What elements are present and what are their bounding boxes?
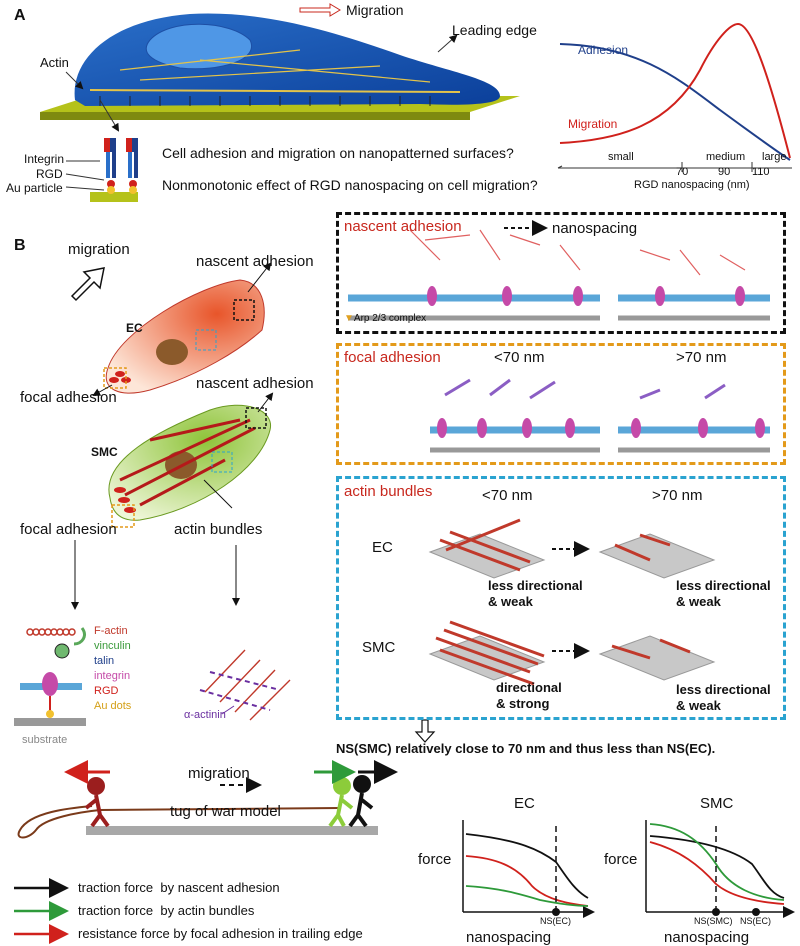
ec-cell bbox=[92, 262, 272, 396]
nascent-adhesion-ec-label: nascent adhesion bbox=[196, 253, 314, 270]
conclusion-text: NS(SMC) relatively close to 70 nm and th… bbox=[336, 741, 716, 756]
arp-complex-label: ▼Arp 2/3 complex bbox=[344, 314, 426, 324]
arp-label: Arp 2/3 complex bbox=[353, 313, 427, 324]
focal-box-graphics bbox=[430, 378, 770, 453]
actin-box-gt70: >70 nm bbox=[652, 487, 703, 504]
ec-cell-label: EC bbox=[126, 321, 143, 335]
molecular-legend-focal bbox=[14, 627, 86, 726]
migration-arrow-b bbox=[70, 267, 105, 302]
smc-plot-marker2: NS(EC) bbox=[740, 916, 771, 926]
legend-integrin: integrin bbox=[94, 670, 131, 682]
actin-box-smc: SMC bbox=[362, 639, 396, 656]
integrin-legend-glyphs bbox=[65, 138, 138, 202]
nascent-box-nanospacing: nanospacing bbox=[552, 220, 638, 237]
ec-right-label: less directional & weak bbox=[676, 578, 771, 609]
graph-tick-70: 70 bbox=[676, 166, 689, 178]
smc-cell bbox=[71, 392, 274, 610]
nascent-box-title: nascent adhesion bbox=[344, 218, 462, 235]
molecular-legend-bundles bbox=[199, 649, 291, 721]
graph-tick-90: 90 bbox=[718, 166, 731, 178]
actin-label: Actin bbox=[40, 55, 69, 70]
panel-a-letter: A bbox=[14, 7, 26, 24]
graph-migration-label: Migration bbox=[568, 117, 618, 131]
legend-alpha-actinin: α-actinin bbox=[184, 709, 226, 721]
rgd-label: RGD bbox=[36, 167, 63, 181]
actin-box-title: actin bundles bbox=[344, 483, 433, 500]
legend-rgd: RGD bbox=[94, 685, 119, 697]
tug-of-war-label: tug of war model bbox=[170, 803, 281, 820]
legend-f-actin: F-actin bbox=[94, 625, 128, 637]
adhesion-migration-graph bbox=[557, 22, 792, 172]
question-1: Cell adhesion and migration on nanopatte… bbox=[162, 145, 514, 161]
au-particle-label: Au particle bbox=[6, 181, 63, 195]
smc-cell-label: SMC bbox=[91, 445, 118, 459]
focal-box-gt70: >70 nm bbox=[676, 349, 727, 366]
nascent-adhesion-smc-label: nascent adhesion bbox=[196, 375, 314, 392]
actin-box-ec: EC bbox=[372, 539, 393, 556]
focal-box-title: focal adhesion bbox=[344, 349, 441, 366]
smc-plot-title: SMC bbox=[700, 795, 734, 812]
legend-traction-nascent: traction force by nascent adhesion bbox=[78, 880, 280, 895]
ec-force-plot bbox=[462, 820, 595, 918]
legend-talin: talin bbox=[94, 655, 115, 667]
focal-adhesion-box bbox=[336, 343, 786, 465]
actin-bundles-label: actin bundles bbox=[174, 521, 263, 538]
graph-medium: medium bbox=[706, 151, 746, 163]
graph-large: large bbox=[762, 151, 787, 163]
ec-plot-title: EC bbox=[514, 795, 535, 812]
actin-bundles-box bbox=[336, 476, 786, 720]
panel-b-letter: B bbox=[14, 237, 26, 254]
smc-plot-marker1: NS(SMC) bbox=[694, 916, 733, 926]
leading-edge-label: Leading edge bbox=[452, 22, 537, 38]
smc-plot-xlabel: nanospacing bbox=[664, 929, 750, 946]
focal-adhesion-smc-label: focal adhesion bbox=[20, 521, 117, 538]
graph-x-label: RGD nanospacing (nm) bbox=[634, 179, 750, 191]
migration-b-label: migration bbox=[68, 241, 130, 258]
focal-adhesion-ec-label: focal adhesion bbox=[20, 389, 117, 406]
migration-label: Migration bbox=[346, 2, 404, 18]
nascent-adhesion-box bbox=[336, 212, 786, 334]
actin-box-graphics bbox=[414, 518, 716, 743]
nascent-box-graphics bbox=[348, 220, 770, 321]
graph-small: small bbox=[608, 151, 634, 163]
ec-plot-force: force bbox=[418, 851, 452, 868]
graph-adhesion-label: Adhesion bbox=[578, 43, 629, 57]
smc-force-plot bbox=[645, 820, 795, 918]
migration-c-label: migration bbox=[188, 765, 250, 782]
smc-left-label: directional & strong bbox=[496, 680, 562, 711]
legend-substrate: substrate bbox=[22, 734, 68, 746]
ec-plot-xlabel: nanospacing bbox=[466, 929, 552, 946]
graph-tick-110: 110 bbox=[752, 166, 770, 178]
panel-a-cell-illustration bbox=[40, 3, 520, 132]
legend-resistance-focal: resistance force by focal adhesion in tr… bbox=[78, 926, 363, 941]
smc-right-label: less directional & weak bbox=[676, 682, 771, 713]
focal-box-lt70: <70 nm bbox=[494, 349, 545, 366]
legend-traction-bundles: traction force by actin bundles bbox=[78, 903, 255, 918]
smc-plot-force: force bbox=[604, 851, 638, 868]
tug-of-war-graphics bbox=[14, 760, 398, 944]
integrin-label: Integrin bbox=[24, 152, 65, 166]
legend-vinculin: vinculin bbox=[94, 640, 131, 652]
ec-left-label: less directional & weak bbox=[488, 578, 583, 609]
question-2: Nonmonotonic effect of RGD nanospacing o… bbox=[162, 177, 538, 193]
legend-au-dots: Au dots bbox=[94, 700, 132, 712]
actin-box-lt70: <70 nm bbox=[482, 487, 533, 504]
ec-plot-marker: NS(EC) bbox=[540, 916, 571, 926]
arp-icon: ▼ bbox=[344, 313, 354, 324]
